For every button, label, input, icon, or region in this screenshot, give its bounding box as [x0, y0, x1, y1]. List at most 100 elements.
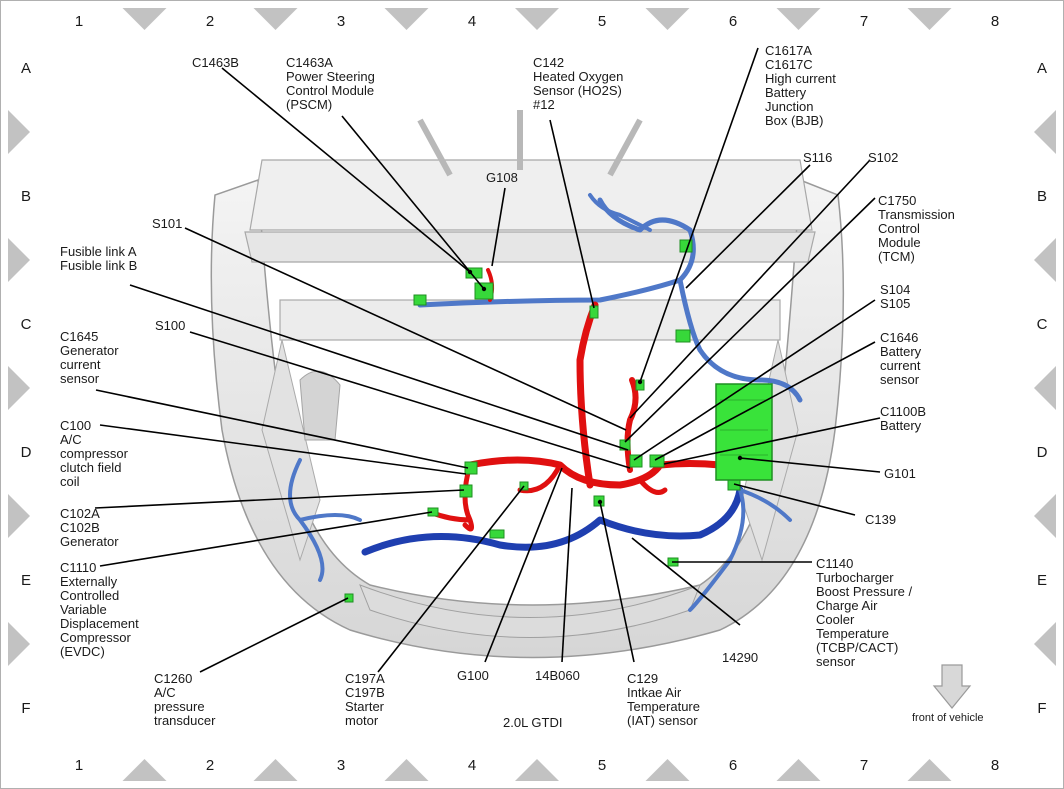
label-line: C1140	[816, 556, 853, 571]
connector-right-mid	[675, 329, 691, 343]
grid-row-label-left: B	[21, 188, 31, 205]
label-s101: S101	[152, 216, 182, 231]
label-g101: G101	[884, 466, 916, 481]
leader-lines	[94, 47, 881, 673]
label-line: C1617C	[765, 57, 813, 72]
label-line: Displacement	[60, 616, 139, 631]
label-line: Externally	[60, 574, 118, 589]
label-line: Cooler	[816, 612, 855, 627]
label-line: Fusible link A	[60, 244, 137, 259]
label-line: C1750	[878, 193, 916, 208]
grid-col-label-bottom: 8	[991, 757, 999, 774]
grid-row-label-left: C	[21, 316, 32, 333]
grid-col-label-top: 5	[598, 13, 606, 30]
label-line: Turbocharger	[816, 570, 894, 585]
label-line: Control	[878, 221, 920, 236]
label-line: C100	[60, 418, 91, 433]
grid-tick-bottom	[515, 759, 559, 781]
label-line: Compressor	[60, 630, 131, 645]
label-line: High current	[765, 71, 836, 86]
label-line: C197A	[345, 671, 385, 686]
connector-s101	[619, 439, 631, 451]
label-line: Battery	[880, 418, 922, 433]
label-line: C102B	[60, 520, 100, 535]
grid-col-label-top: 7	[860, 13, 868, 30]
label-line: S105	[880, 296, 910, 311]
label-line: Controlled	[60, 588, 119, 603]
label-line: G101	[884, 466, 916, 481]
front-arrow-icon	[932, 664, 972, 709]
grid-row-label-left: F	[21, 700, 30, 717]
label-line: Heated Oxygen	[533, 69, 623, 84]
label-line: G100	[457, 668, 489, 683]
grid-col-label-bottom: 1	[75, 757, 83, 774]
label-line: C1463B	[192, 55, 239, 70]
label-c1463b: C1463B	[192, 55, 239, 70]
label-line: Temperature	[627, 699, 700, 714]
label-14290: 14290	[722, 650, 758, 665]
grid-row-label-right: E	[1037, 572, 1047, 589]
grid-col-label-top: 1	[75, 13, 83, 30]
grid-col-label-top: 6	[729, 13, 737, 30]
grid-col-label-bottom: 3	[337, 757, 345, 774]
grid-tick-top	[122, 8, 167, 30]
grid-col-label-bottom: 2	[206, 757, 214, 774]
label-line: Generator	[60, 343, 119, 358]
label-line: Generator	[60, 534, 119, 549]
label-line: C1617A	[765, 43, 812, 58]
grid-col-label-bottom: 5	[598, 757, 606, 774]
label-line: C1646	[880, 330, 918, 345]
grid-col-label-bottom: 7	[860, 757, 868, 774]
label-line: transducer	[154, 713, 216, 728]
label-s102: S102	[868, 150, 898, 165]
label-line: Fusible link B	[60, 258, 137, 273]
label-line: C129	[627, 671, 658, 686]
grid-col-label-bottom: 6	[729, 757, 737, 774]
grid-tick-left	[8, 366, 30, 410]
label-line: (TCBP/CACT)	[816, 640, 898, 655]
label-line: S102	[868, 150, 898, 165]
label-line: A/C	[60, 432, 82, 447]
label-line: (TCM)	[878, 249, 915, 264]
grid-tick-left	[8, 622, 30, 666]
label-line: Starter	[345, 699, 385, 714]
label-s116: S116	[803, 150, 832, 165]
grid-col-label-bottom: 4	[468, 757, 476, 774]
label-line: C139	[865, 512, 896, 527]
grid-tick-right	[1034, 622, 1056, 666]
label-line: sensor	[60, 371, 100, 386]
label-line: Junction	[765, 99, 813, 114]
label-line: #12	[533, 97, 555, 112]
label-line: Charge Air	[816, 598, 878, 613]
grid-tick-right	[1034, 110, 1056, 154]
label-c139: C139	[865, 512, 896, 527]
harness-blue	[288, 193, 803, 612]
label-line: Control Module	[286, 83, 374, 98]
grid-col-label-top: 4	[468, 13, 476, 30]
grid-tick-top	[384, 8, 429, 30]
grid-tick-left	[8, 110, 30, 154]
label-line: C1110	[60, 560, 96, 575]
label-line: Box (BJB)	[765, 113, 824, 128]
grid-tick-left	[8, 494, 30, 538]
label-line: C1645	[60, 329, 98, 344]
grid-tick-top	[907, 8, 952, 30]
grid-row-label-right: B	[1037, 188, 1047, 205]
grid-tick-top	[645, 8, 690, 30]
label-line: S100	[155, 318, 185, 333]
label-line: (EVDC)	[60, 644, 105, 659]
label-line: Intkae Air	[627, 685, 682, 700]
label-line: C102A	[60, 506, 100, 521]
engine-label: 2.0L GTDI	[503, 715, 562, 730]
label-line: motor	[345, 713, 379, 728]
grid-row-label-left: A	[21, 60, 31, 77]
